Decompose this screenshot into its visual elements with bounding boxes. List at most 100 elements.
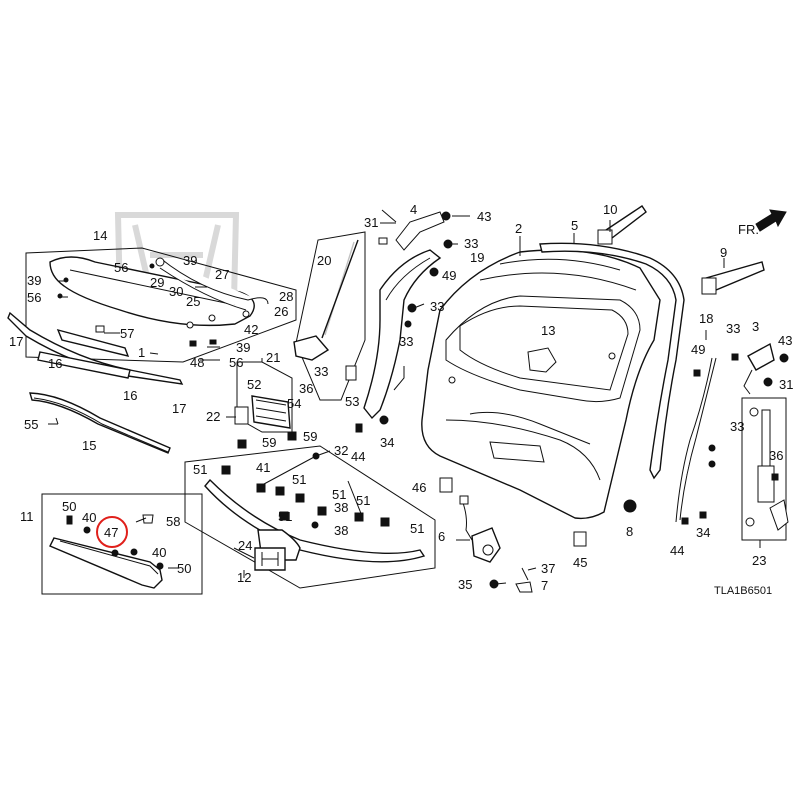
callout-33b: 33	[430, 299, 444, 314]
callout-43a: 43	[477, 209, 491, 224]
callout-45: 45	[573, 555, 587, 570]
callout-7: 7	[541, 578, 548, 593]
front-arrow-icon	[755, 209, 787, 232]
callout-43b: 43	[778, 333, 792, 348]
callout-33a: 33	[464, 236, 478, 251]
callout-15: 15	[82, 438, 96, 453]
license-garnish-group	[41, 493, 203, 595]
callout-10: 10	[603, 202, 617, 217]
center-fasteners	[355, 423, 637, 547]
callout-27: 27	[215, 267, 229, 282]
callout-55: 55	[24, 417, 38, 432]
spoiler-group-box	[25, 247, 297, 363]
callout-4: 4	[410, 202, 417, 217]
callout-16a: 16	[48, 356, 62, 371]
callout-52: 52	[247, 377, 261, 392]
callout-40a: 40	[82, 510, 96, 525]
upper-garnish-strips	[7, 311, 184, 385]
callout-56a: 56	[114, 260, 128, 275]
callout-12: 12	[237, 570, 251, 585]
callout-47: 47	[104, 525, 118, 540]
callout-34b: 34	[696, 525, 710, 540]
leader-lines	[48, 209, 761, 585]
license-garnish-box	[41, 493, 203, 595]
highlight-circle-47	[96, 516, 128, 548]
callout-50a: 50	[62, 499, 76, 514]
callout-34a: 34	[380, 435, 394, 450]
callout-51b: 51	[292, 472, 306, 487]
callout-48: 48	[190, 355, 204, 370]
right-hinge-group	[741, 342, 789, 541]
callout-28: 28	[279, 289, 293, 304]
callout-14: 14	[93, 228, 107, 243]
callout-24: 24	[238, 538, 252, 553]
callout-33f: 33	[314, 364, 328, 379]
callout-50b: 50	[177, 561, 191, 576]
callout-18: 18	[699, 311, 713, 326]
lower-molding	[29, 392, 171, 454]
callout-3: 3	[752, 319, 759, 334]
callout-11: 11	[20, 509, 34, 524]
callout-21: 21	[266, 350, 280, 365]
callout-59b: 59	[262, 435, 276, 450]
callout-35: 35	[458, 577, 472, 592]
glass-stay-bracket	[527, 347, 557, 373]
callout-44b: 44	[670, 543, 684, 558]
callout-17b: 17	[172, 401, 186, 416]
callout-36b: 36	[769, 448, 783, 463]
callout-57: 57	[120, 326, 134, 341]
rear-garnish-box	[184, 445, 436, 589]
callout-1: 1	[138, 345, 145, 360]
front-direction-indicator: FR.	[738, 209, 787, 237]
callout-25: 25	[186, 294, 200, 309]
callout-33e: 33	[730, 419, 744, 434]
tailgate-panel	[421, 249, 661, 520]
callout-42: 42	[244, 322, 258, 337]
callout-8: 8	[626, 524, 633, 539]
callout-16b: 16	[123, 388, 137, 403]
callout-51d: 51	[332, 487, 346, 502]
callout-29: 29	[150, 275, 164, 290]
callout-5: 5	[571, 218, 578, 233]
callout-23: 23	[752, 553, 766, 568]
callout-2: 2	[515, 221, 522, 236]
callout-9: 9	[720, 245, 727, 260]
callout-41: 41	[256, 460, 270, 475]
callout-26: 26	[274, 304, 288, 319]
callout-31a: 31	[364, 215, 378, 230]
callout-33d: 33	[726, 321, 740, 336]
callout-30: 30	[169, 284, 183, 299]
callout-51e: 51	[356, 493, 370, 508]
right-trims	[597, 205, 765, 295]
callout-56c: 56	[229, 355, 243, 370]
callout-40b: 40	[152, 545, 166, 560]
callout-51a: 51	[193, 462, 207, 477]
spoiler-group	[25, 247, 297, 363]
callout-31b: 31	[779, 377, 793, 392]
callout-39c: 39	[236, 340, 250, 355]
callout-22: 22	[206, 409, 220, 424]
left-strut-group	[293, 231, 388, 401]
callout-56b: 56	[27, 290, 41, 305]
callout-54: 54	[287, 396, 301, 411]
latch-assembly	[439, 477, 533, 593]
diagram-code: TLA1B6501	[714, 585, 772, 597]
front-direction-label: FR.	[738, 222, 759, 237]
callout-59a: 59	[303, 429, 317, 444]
callouts: 1 2 3 4 5 6 7 8 9 10 11 12 13 14 15 16 1…	[9, 202, 793, 593]
callout-49a: 49	[442, 268, 456, 283]
hinge-bracket	[363, 211, 453, 425]
callout-39b: 39	[27, 273, 41, 288]
callout-37: 37	[541, 561, 555, 576]
callout-33c: 33	[399, 334, 413, 349]
weatherstrip	[539, 242, 685, 480]
callout-38a: 38	[334, 500, 348, 515]
callout-38b: 38	[334, 523, 348, 538]
callout-46: 46	[412, 480, 426, 495]
callout-58: 58	[166, 514, 180, 529]
callout-17a: 17	[9, 334, 23, 349]
callout-53: 53	[345, 394, 359, 409]
callout-36a: 36	[299, 381, 313, 396]
callout-13: 13	[541, 323, 555, 338]
callout-39a: 39	[183, 253, 197, 268]
